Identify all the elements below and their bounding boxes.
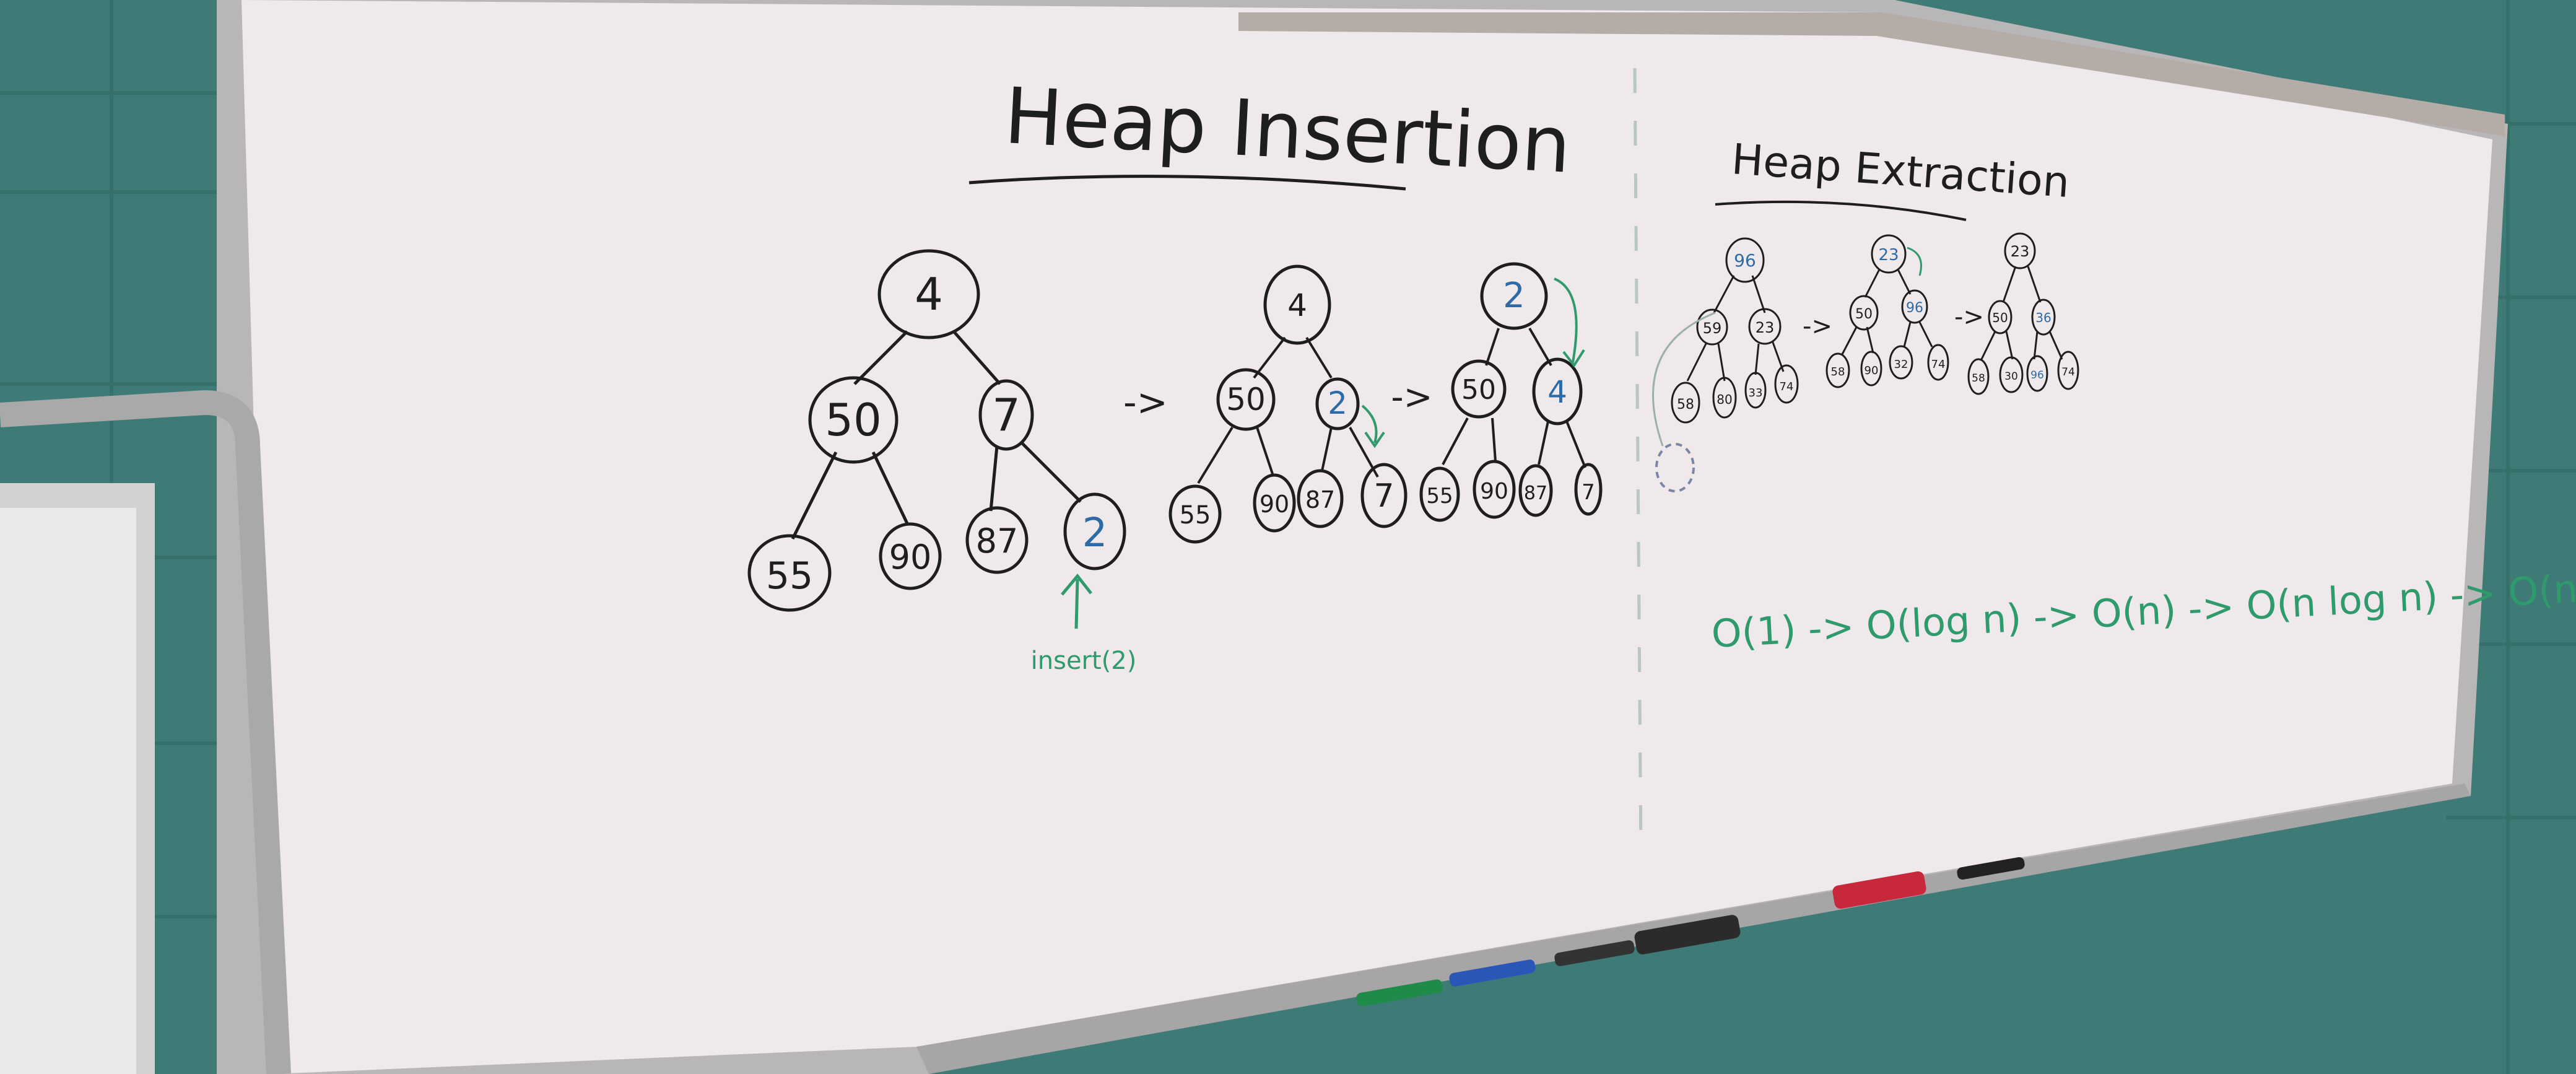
ext-t3-node-rl: 96 — [2030, 369, 2044, 382]
ext-t2-node-r: 96 — [1906, 300, 1923, 316]
markers — [1356, 857, 2025, 1006]
ins-t3-node-rl: 87 — [1524, 482, 1547, 504]
ext-t1-node-r: 23 — [1756, 319, 1775, 336]
ins-t2-node-rr: 7 — [1373, 478, 1394, 515]
ext-t2-node-rl: 32 — [1894, 358, 1908, 371]
ext-t3-node-ll: 58 — [1972, 372, 1985, 385]
map-rail — [1238, 12, 2505, 136]
side-easel — [0, 390, 291, 1074]
ext-t3-node-r: 36 — [2035, 310, 2051, 325]
ext-t2-node-root: 23 — [1878, 246, 1899, 264]
ins-t3-node-root: 2 — [1503, 276, 1525, 316]
ins-arrow-1: -> — [1123, 381, 1168, 424]
ins-t2-node-lr: 90 — [1260, 491, 1289, 518]
extracted-slot — [1655, 443, 1695, 492]
ins-t3-node-r: 4 — [1547, 374, 1567, 410]
ins-t3-node-lr: 90 — [1480, 479, 1508, 504]
heap-extraction-section: Heap Extraction 96 59 23 58 80 33 — [1651, 135, 2079, 492]
ins-t1-node-rl: 87 — [976, 522, 1019, 561]
ext-t1-node-rr: 74 — [1780, 380, 1794, 393]
ext-t3-node-lr: 30 — [2004, 370, 2018, 383]
ins-t2-node-root: 4 — [1287, 287, 1307, 323]
ins-t2-node-l: 50 — [1226, 382, 1266, 417]
ins-t1-node-lr: 90 — [889, 538, 932, 577]
ext-t3-node-l: 50 — [1992, 310, 2008, 325]
ext-t1-node-l: 59 — [1703, 320, 1722, 337]
ins-t2-node-ll: 55 — [1180, 501, 1211, 530]
board-surface — [242, 0, 2492, 1074]
ins-t2-node-r: 2 — [1328, 385, 1347, 421]
ins-t1-node-l: 50 — [825, 394, 882, 446]
ins-t1-node-ll: 55 — [766, 554, 813, 598]
ins-arrow-2: -> — [1391, 377, 1432, 417]
ext-t2-node-rr: 74 — [1931, 358, 1946, 371]
ins-t1-node-root: 4 — [915, 268, 943, 320]
ins-t3-node-l: 50 — [1461, 374, 1496, 406]
ext-t2-node-lr: 90 — [1865, 364, 1879, 377]
board-divider — [1633, 68, 1643, 855]
ext-t3-node-root: 23 — [2011, 243, 2030, 260]
ext-t2-node-ll: 58 — [1831, 365, 1845, 378]
ext-arrow-2: -> — [1954, 303, 1984, 331]
ins-t3-node-ll: 55 — [1426, 484, 1453, 509]
ext-t1-node-root: 96 — [1734, 250, 1756, 271]
ins-t1-node-r: 7 — [992, 389, 1020, 441]
ext-arrow-1: -> — [1803, 312, 1832, 341]
ins-t3-node-rr: 7 — [1582, 480, 1595, 505]
ext-t1-node-rl: 33 — [1749, 386, 1763, 399]
insert-annotation: insert(2) — [1031, 647, 1137, 675]
ins-t2-node-rl: 87 — [1305, 486, 1335, 513]
ins-t1-node-rr: 2 — [1082, 510, 1108, 556]
ext-t3-node-rr: 74 — [2061, 366, 2075, 378]
ext-t1-node-ll: 58 — [1677, 397, 1694, 413]
ext-t2-node-l: 50 — [1855, 307, 1873, 322]
ext-t1-node-lr: 80 — [1717, 392, 1732, 407]
